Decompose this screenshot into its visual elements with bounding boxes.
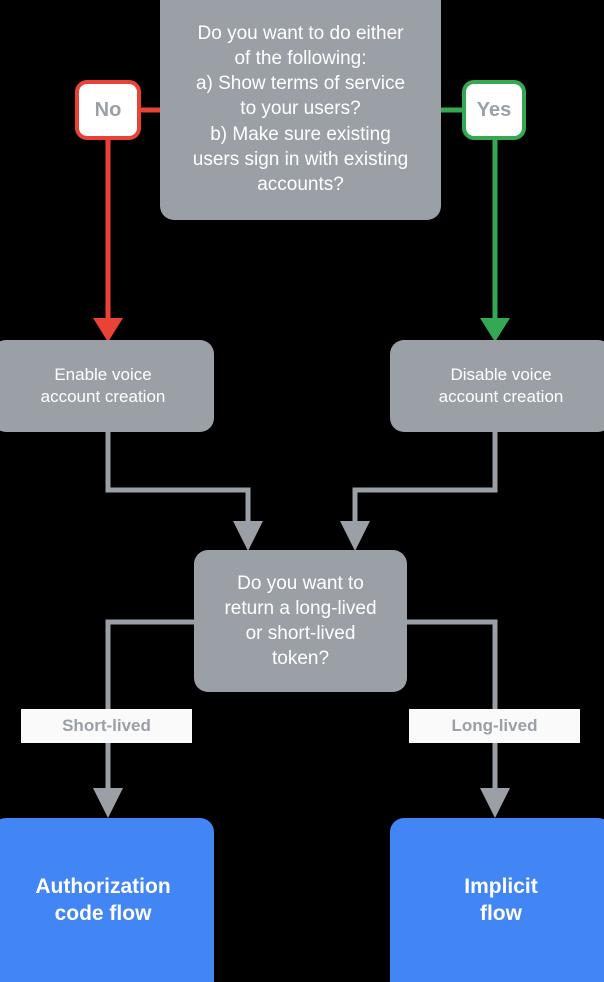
decision-node-token-lifetime: Do you want to return a long-lived or sh… [194,550,407,692]
decision-node-terms-and-existing-users: Do you want to do either of the followin… [160,0,441,220]
box-auth-line-2: code flow [54,902,152,925]
edge-token-to-auth [105,619,194,790]
edge-disable-arrowhead [340,521,370,551]
question-top-line-3: a) Show terms of service [195,73,406,95]
branch-label-no: No [75,80,141,140]
action-node-disable-voice-account-creation: Disable voice account creation [390,340,604,432]
edge-enable-arrowhead [233,521,263,551]
edge-enable-to-token [105,432,251,523]
branch-label-yes: Yes [462,80,526,140]
box-disable-line-2: account creation [438,387,564,406]
question-token-line-1: Do you want to [237,572,364,594]
edge-short-lived-arrowhead [93,788,123,818]
question-top-line-2: of the following: [234,48,367,70]
question-top-line-7: accounts? [257,173,344,195]
edge-no-arrowhead [93,318,123,342]
box-enable-line-1: Enable voice [54,364,152,384]
branch-label-short-lived-text: Short-lived [62,716,151,735]
question-top-line-1: Do you want to do either [197,23,404,45]
terminal-node-implicit-flow: Implicit flow [390,818,604,982]
branch-label-long-lived: Long-lived [409,709,580,743]
branch-label-no-text: No [94,98,122,121]
box-auth-line-1: Authorization [35,874,171,898]
branch-label-yes-text: Yes [476,98,512,121]
question-token-line-3: or short-lived [245,623,356,644]
question-top-line-6: users sign in with existing [192,148,409,170]
branch-label-short-lived: Short-lived [21,709,192,743]
edge-long-lived-arrowhead [480,788,510,818]
box-implicit-line-2: flow [479,902,522,925]
action-node-enable-voice-account-creation: Enable voice account creation [0,340,214,432]
box-implicit-line-1: Implicit [464,874,538,898]
edge-disable-to-token [352,432,498,523]
edge-token-to-implicit [407,619,498,790]
terminal-node-authorization-code-flow: Authorization code flow [0,818,214,982]
question-top-line-4: to your users? [240,98,361,120]
branch-label-long-lived-text: Long-lived [451,716,538,735]
box-enable-line-2: account creation [40,387,166,406]
edge-yes-arrowhead [480,318,510,342]
question-token-line-2: return a long-lived [224,597,377,619]
question-token-line-4: token? [271,648,330,670]
question-top-line-5: b) Make sure existing [210,123,391,145]
box-disable-line-1: Disable voice [450,364,552,384]
